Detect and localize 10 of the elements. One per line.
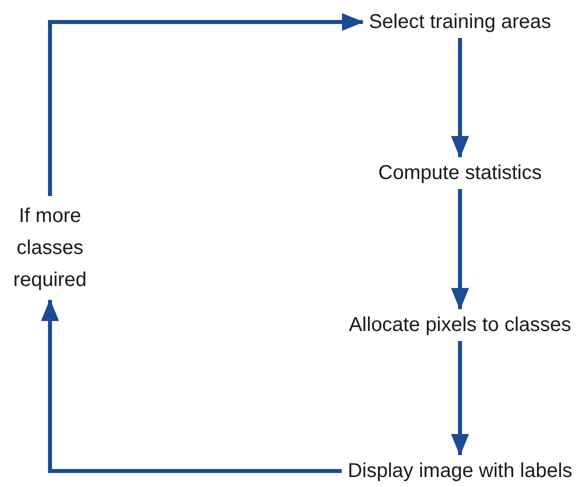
step-label: If more classes required (0, 196, 106, 300)
step-label: Allocate pixels to classes (342, 309, 578, 341)
arrow (451, 189, 469, 310)
arrow (41, 299, 342, 473)
step-label: Display image with labels (342, 455, 578, 487)
arrow (451, 38, 469, 158)
step-label: Compute statistics (372, 157, 548, 189)
step-label: Select training areas (362, 6, 558, 38)
arrow (451, 341, 469, 456)
arrow (48, 13, 364, 196)
